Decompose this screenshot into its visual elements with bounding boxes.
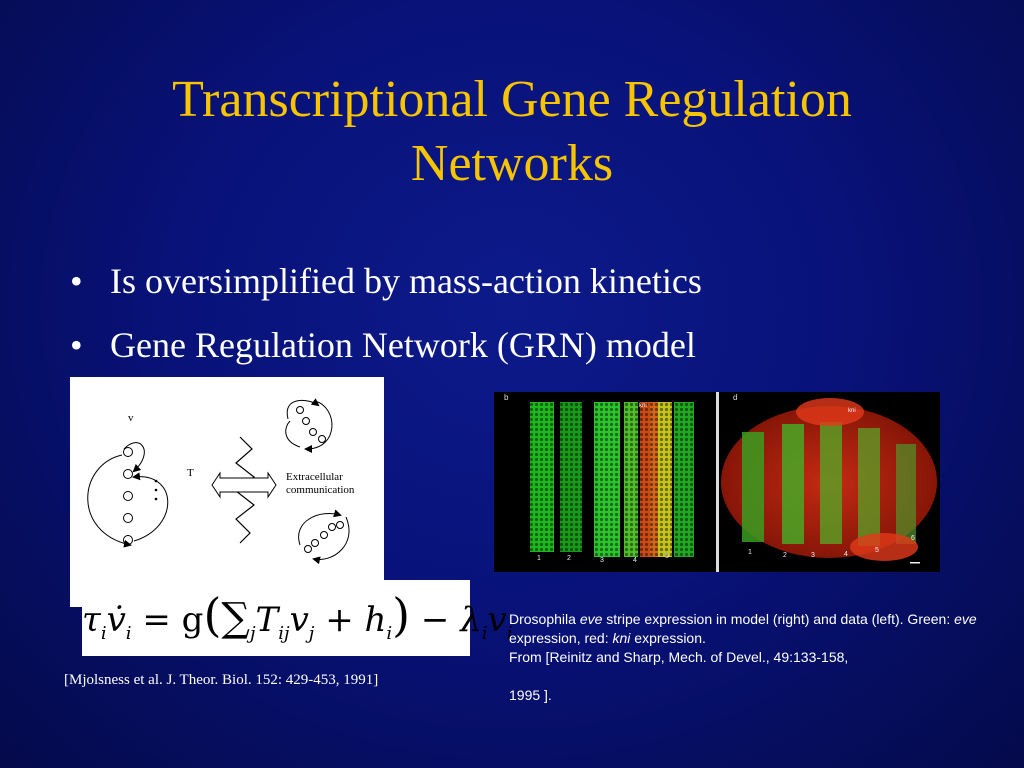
svg-text:1: 1 (748, 549, 752, 556)
model-stripes (530, 402, 694, 557)
label-extracellular: Extracellular communication (286, 471, 355, 496)
title-line-2: Networks (410, 135, 614, 192)
bullet-text: Is oversimplified by mass-action kinetic… (110, 261, 702, 301)
svg-text:3: 3 (600, 557, 604, 564)
network-diagram: v T Extracellular communication (70, 377, 384, 607)
caption-line-1: Drosophila eve stripe expression in mode… (509, 611, 977, 646)
image-caption: Drosophila eve stripe expression in mode… (509, 610, 979, 705)
svg-text:1: 1 (537, 555, 541, 562)
bullet-dot: • (70, 261, 83, 301)
grn-equation: τiv̇i = g(∑jTijvj + hi) − λivi (82, 580, 513, 656)
bullet-dot: • (70, 325, 83, 365)
drosophila-expression-image: b d kni kni 1 2 3 4 5 1 2 3 4 5 6 (494, 392, 940, 572)
label-v: v (128, 412, 134, 424)
equation-text: τiv̇i = g(∑jTijvj + hi) − λivi (82, 588, 513, 644)
svg-text:4: 4 (633, 557, 637, 564)
svg-text:2: 2 (783, 552, 787, 559)
label-t: T (187, 467, 194, 479)
svg-text:3: 3 (811, 552, 815, 559)
panel-letter-d: d (733, 393, 737, 402)
title-line-1: Transcriptional Gene Regulation (172, 71, 852, 128)
svg-text:6: 6 (911, 535, 915, 542)
bullet-text: Gene Regulation Network (GRN) model (110, 325, 696, 365)
bullet-list: • Is oversimplified by mass-action kinet… (70, 260, 702, 388)
left-kni-label: kni (639, 403, 647, 409)
svg-text:5: 5 (875, 547, 879, 554)
network-diagram-drawing (87, 398, 350, 565)
svg-text:2: 2 (567, 555, 571, 562)
caption-line-3: 1995 ]. (509, 687, 552, 703)
svg-text:4: 4 (844, 551, 848, 558)
caption-line-2: From [Reinitz and Sharp, Mech. of Devel.… (509, 649, 849, 665)
citation: [Mjolsness et al. J. Theor. Biol. 152: 4… (64, 672, 379, 688)
slide-title: Transcriptional Gene Regulation Networks (0, 68, 1024, 196)
node-column (123, 447, 133, 545)
data-stripes (721, 398, 937, 561)
bullet-item: • Is oversimplified by mass-action kinet… (70, 260, 702, 324)
bullet-item: • Gene Regulation Network (GRN) model (70, 324, 702, 388)
right-kni-label: kni (848, 408, 856, 414)
panel-letter-b: b (504, 393, 509, 402)
expression-image-drawing: b d kni kni 1 2 3 4 5 1 2 3 4 5 6 (494, 392, 940, 572)
svg-text:5: 5 (665, 553, 669, 560)
